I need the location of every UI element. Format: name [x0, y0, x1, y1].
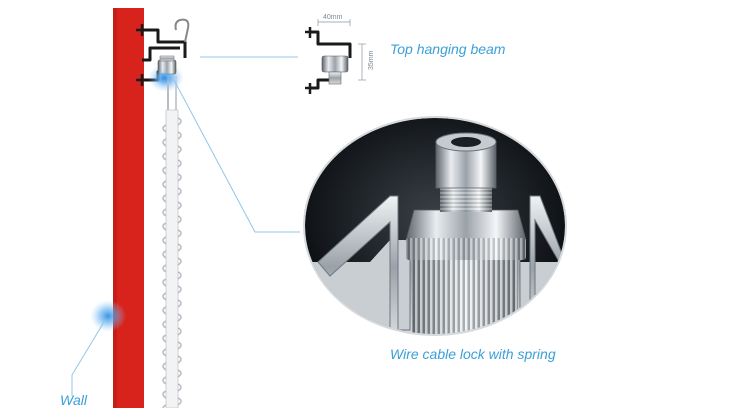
rail-hook: [162, 355, 182, 371]
rail-hook: [162, 257, 182, 273]
rail-hook: [162, 285, 182, 301]
rail-hook: [162, 383, 182, 399]
rail-hook: [162, 215, 182, 231]
rail-hook: [162, 271, 182, 287]
rail-hook: [162, 201, 182, 217]
beam-detail-drawing: 40mm 35mm: [305, 14, 375, 94]
label-wire-cable-lock: Wire cable lock with spring: [390, 346, 556, 362]
rail-hook: [162, 369, 182, 385]
rail-hook: [162, 173, 182, 189]
lock-highlight: [154, 70, 174, 86]
label-top-hanging-beam: Top hanging beam: [390, 41, 506, 57]
cable-lock-closeup: [303, 116, 567, 336]
dimension-height: 35mm: [368, 50, 375, 70]
hanging-rail: [165, 76, 179, 408]
wall: [113, 8, 144, 408]
rail-hook: [162, 187, 182, 203]
leader-lock: [173, 79, 300, 233]
rail-hook: [162, 159, 182, 175]
wall-highlight: [90, 300, 126, 332]
label-wall: Wall: [60, 392, 87, 408]
rail-hook: [162, 117, 182, 133]
rail-hook: [162, 243, 182, 259]
rail-hook: [162, 145, 182, 161]
dimension-width: 40mm: [323, 14, 343, 21]
rail-hook: [162, 299, 182, 315]
leader-wall: [71, 321, 105, 396]
rail-hook: [162, 341, 182, 357]
leader-lines: [71, 56, 300, 396]
rail-hooks: [162, 117, 182, 408]
rail-hook: [162, 229, 182, 245]
rail-hook: [162, 313, 182, 329]
rail-hook: [162, 397, 182, 408]
rail-hook: [162, 131, 182, 147]
rail-hook: [162, 327, 182, 343]
